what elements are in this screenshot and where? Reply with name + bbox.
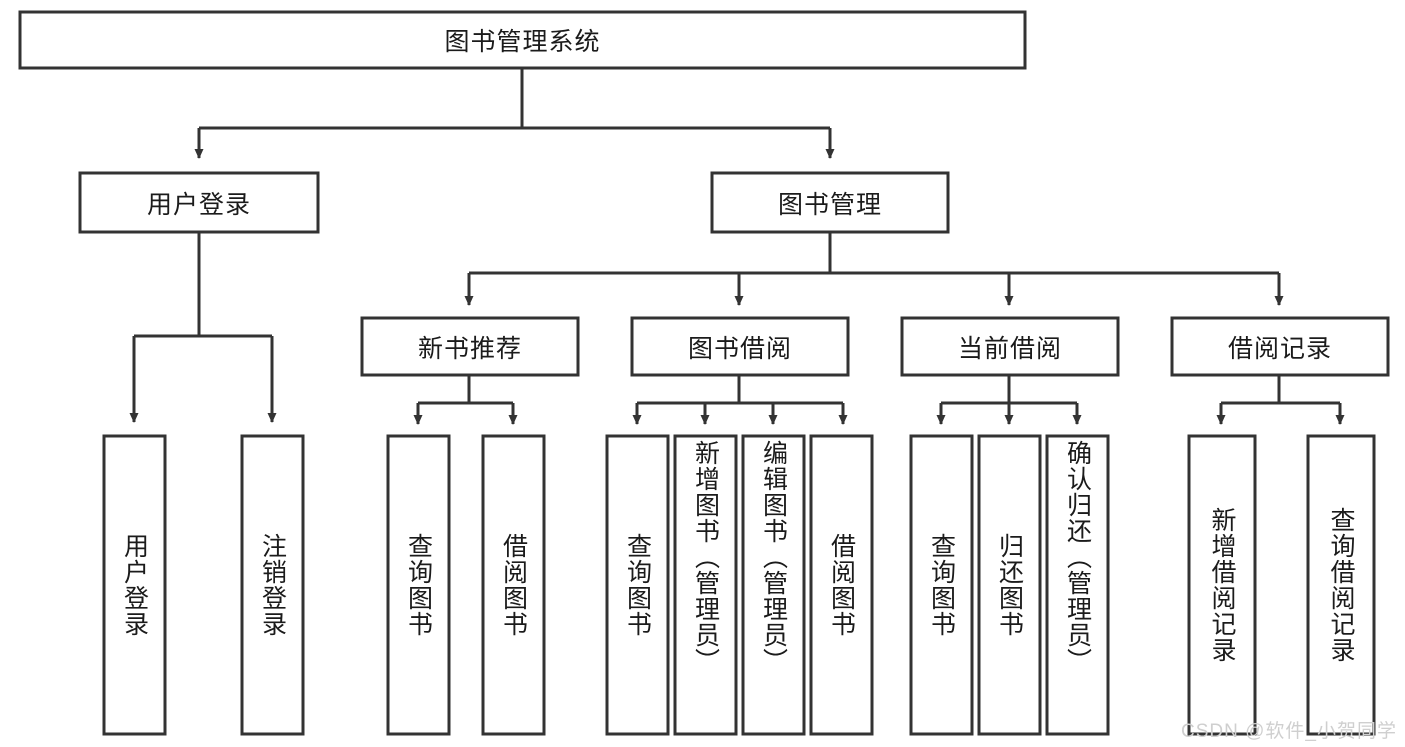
connector-book-manage-to-level3	[464, 232, 1284, 306]
leaf-user-login-0[interactable]	[102, 434, 167, 736]
node-current-borrow[interactable]	[900, 316, 1120, 377]
leaf-user-login-1[interactable]	[240, 434, 305, 736]
leaf-borrow-record-0[interactable]	[1187, 434, 1257, 736]
connector-root-to-level2	[194, 68, 835, 159]
leaf-borrow-book-3[interactable]	[809, 434, 874, 736]
leaf-current-borrow-0[interactable]	[909, 434, 974, 736]
leaf-borrow-book-1[interactable]	[673, 434, 738, 736]
node-user-login[interactable]	[78, 171, 320, 234]
leaf-borrow-record-1[interactable]	[1306, 434, 1376, 736]
connector-user-login-to-leaves	[129, 232, 277, 423]
node-book-borrow[interactable]	[630, 316, 850, 377]
node-new-book-recommend[interactable]	[360, 316, 580, 377]
connector-borrow-record-to-leaves	[1216, 375, 1345, 425]
leaf-new-book-1[interactable]	[481, 434, 546, 736]
leaf-new-book-0[interactable]	[386, 434, 451, 736]
connector-new-book-to-leaves	[413, 375, 518, 425]
leaf-borrow-book-0[interactable]	[605, 434, 670, 736]
leaf-current-borrow-1[interactable]	[977, 434, 1042, 736]
leaf-borrow-book-2[interactable]	[741, 434, 806, 736]
leaf-current-borrow-2[interactable]	[1045, 434, 1110, 736]
node-root[interactable]	[18, 10, 1027, 70]
node-book-manage[interactable]	[710, 171, 950, 234]
connector-current-borrow-to-leaves	[936, 375, 1082, 425]
node-borrow-record[interactable]	[1170, 316, 1390, 377]
connector-borrow-book-to-leaves	[632, 375, 848, 425]
